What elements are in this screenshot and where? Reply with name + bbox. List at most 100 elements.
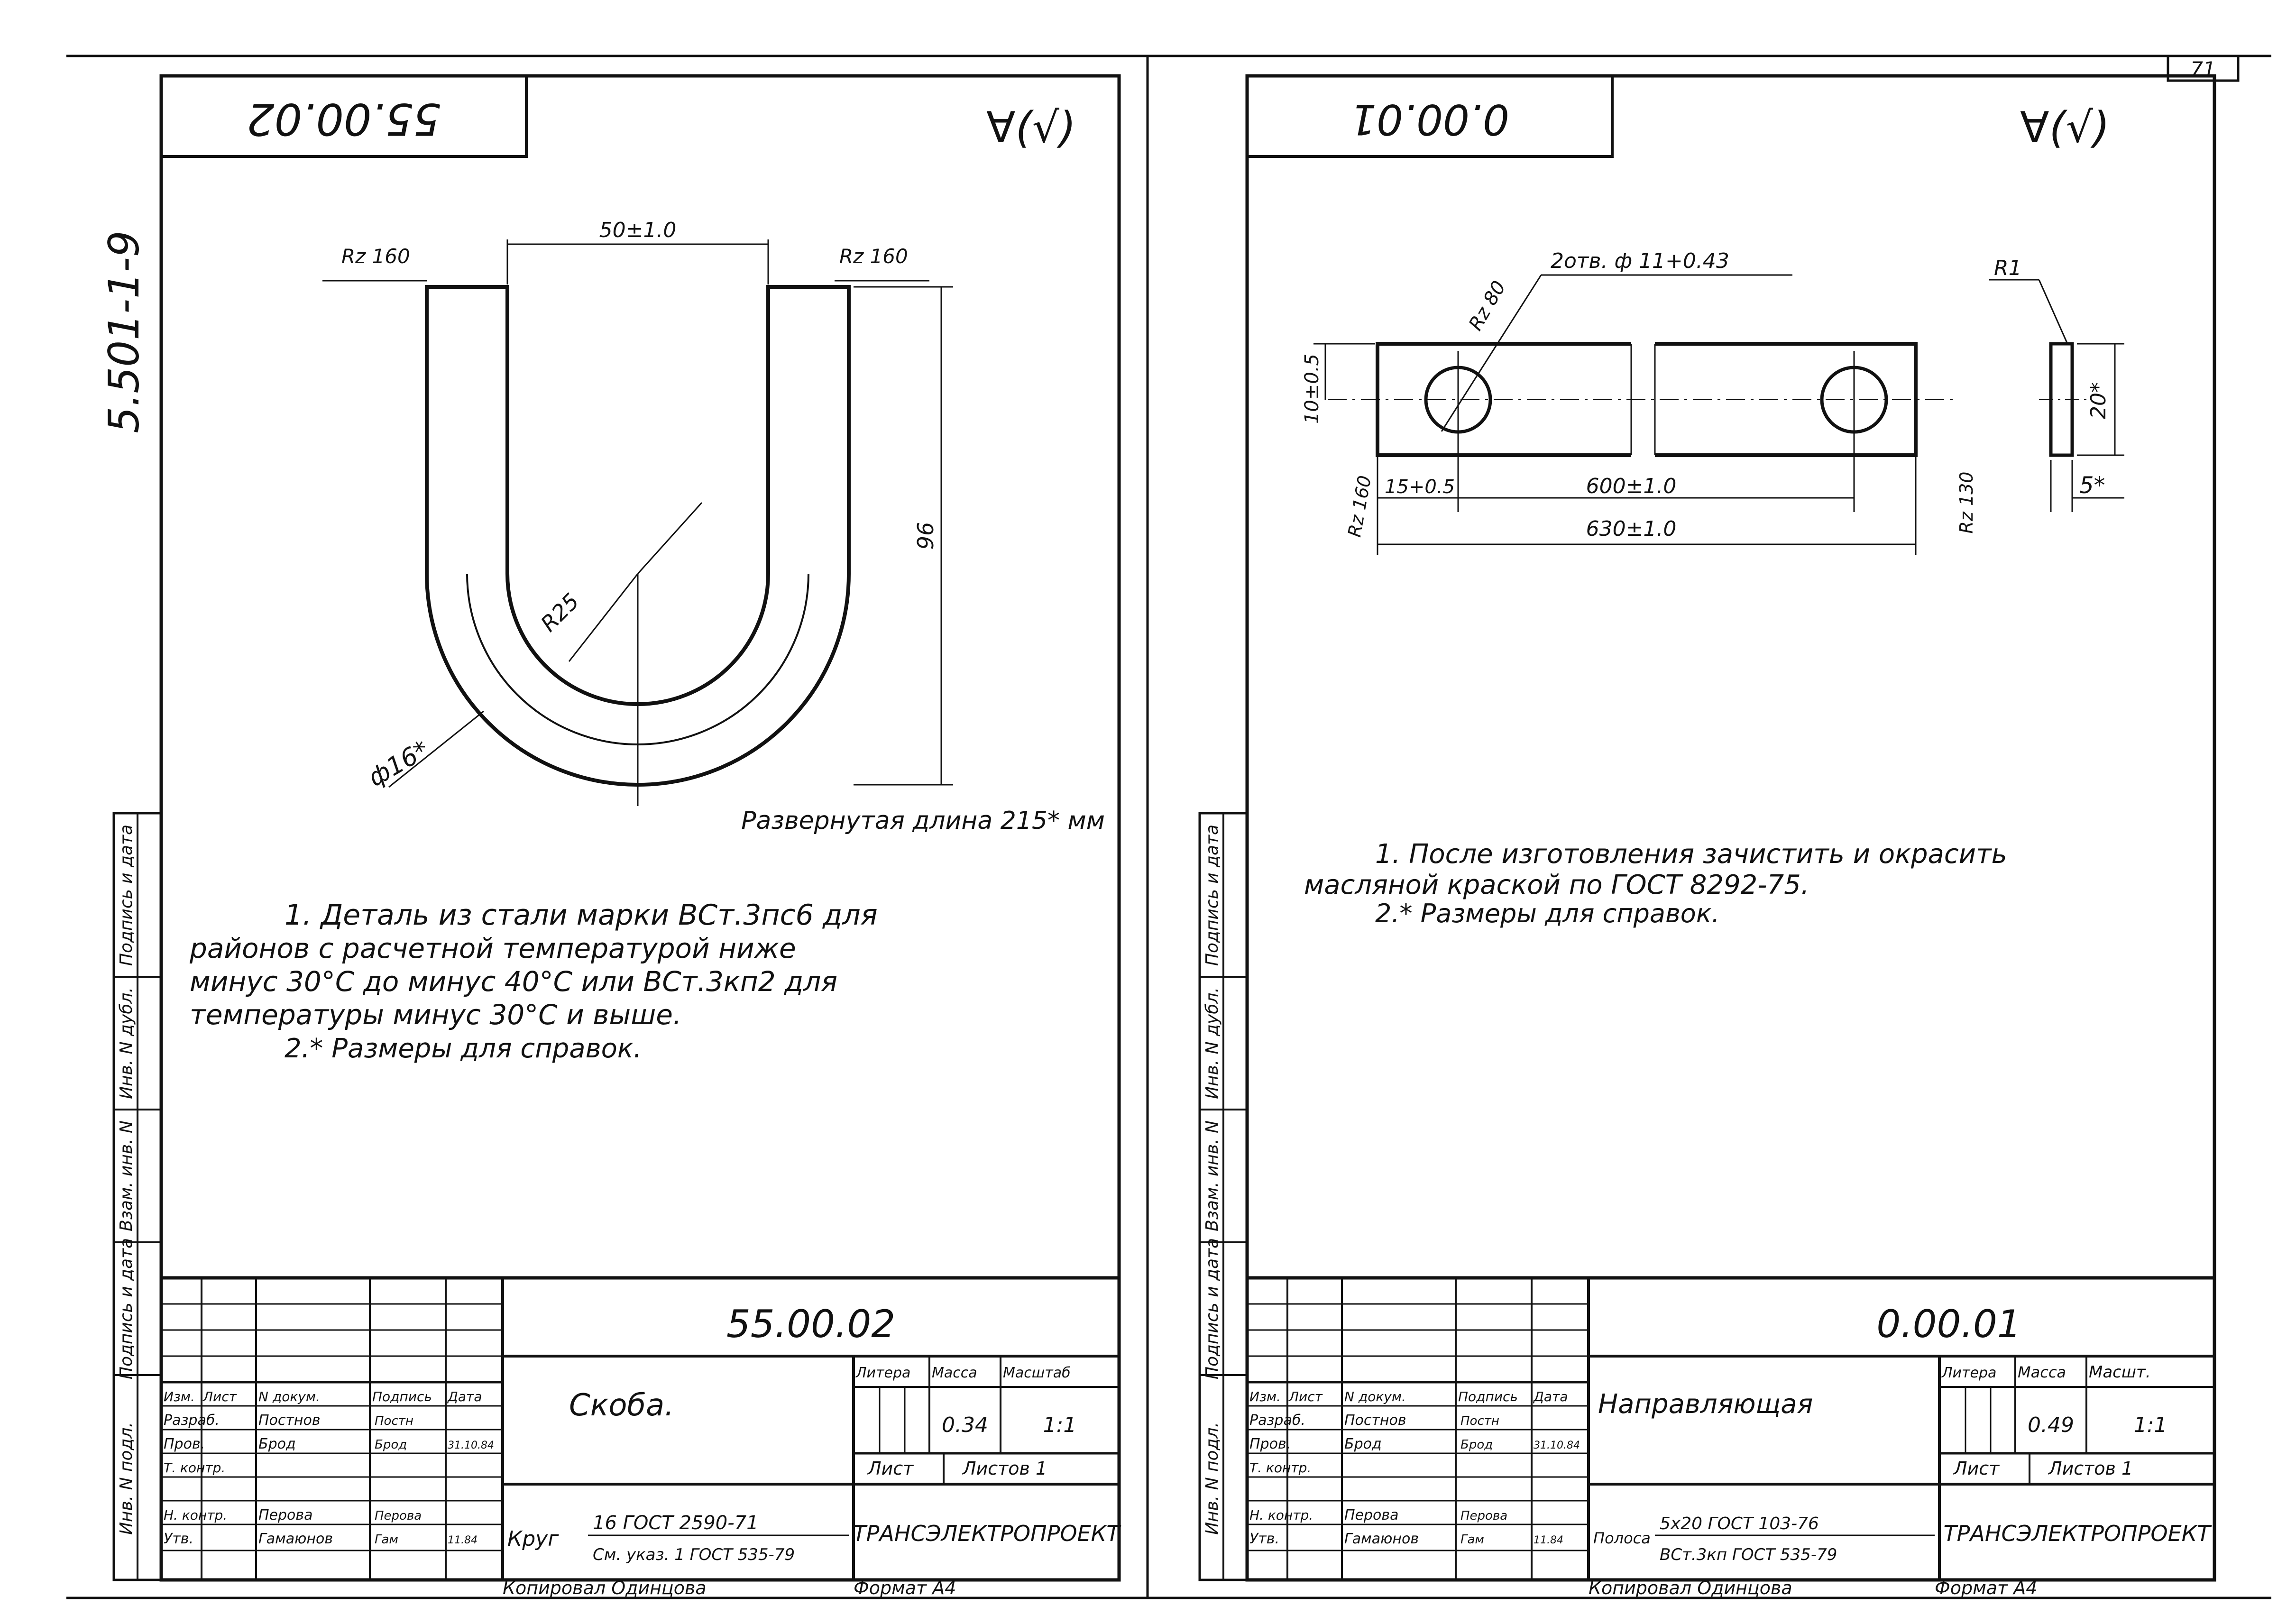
- left-top-code: 55.00.02: [247, 94, 441, 145]
- left-note-line: 1. Деталь из стали марки ВСт.3пс6 для: [285, 899, 878, 932]
- left-tb-material-word: Круг: [507, 1527, 559, 1551]
- left-tb-r1-sign: Постн: [375, 1414, 413, 1428]
- right-tb-r5-label: Утв.: [1249, 1531, 1279, 1547]
- right-tb-code: 0.00.01: [1876, 1302, 2021, 1346]
- left-tb-org: ТРАНСЭЛЕКТРОПРОЕКТ: [853, 1521, 1122, 1546]
- right-tb-r5-name: Гамаюнов: [1344, 1531, 1419, 1547]
- right-footer-copied: Копировал Одинцова: [1589, 1578, 1792, 1598]
- right-tb-r4-sign: Перова: [1460, 1509, 1507, 1523]
- stamp-inv-podl: Инв. N подл.: [1203, 1422, 1222, 1535]
- left-footer-copied: Копировал Одинцова: [503, 1578, 707, 1598]
- dim-holes: 2отв. ф 11+0.43: [1551, 249, 1729, 273]
- stamp-vzam-inv: Взам. инв. N: [117, 1120, 136, 1231]
- left-tb-massa-label: Масса: [932, 1365, 977, 1381]
- left-tb-masshtab-label: Масштаб: [1003, 1365, 1071, 1381]
- page-number-box: [2167, 55, 2240, 82]
- dim-off15: 15+0.5: [1385, 476, 1455, 498]
- right-tb-r5-sign: Гам: [1460, 1532, 1484, 1547]
- left-tb-r3-label: Т. контр.: [164, 1460, 225, 1476]
- dim-d600: 600±1.0: [1586, 474, 1677, 498]
- stamp-podpis-data-2: Подпись и дата: [117, 825, 136, 966]
- right-tb-col-podpis: Подпись: [1458, 1389, 1518, 1404]
- right-tb-col-data: Дата: [1533, 1389, 1568, 1404]
- right-tb-name: Направляющая: [1598, 1389, 1813, 1420]
- left-note-line: районов с расчетной температурой ниже: [189, 932, 796, 964]
- right-note-line: 2.* Размеры для справок.: [1375, 899, 1720, 928]
- right-tb-r4-label: Н. контр.: [1249, 1507, 1313, 1523]
- right-tb-r2-sign: Брод: [1460, 1438, 1493, 1452]
- left-tb-r4-sign: Перова: [375, 1509, 422, 1523]
- right-tb-r2-name: Брод: [1344, 1436, 1382, 1452]
- left-tb-r2-date: 31.10.84: [448, 1440, 494, 1451]
- dim-rz160: Rz 160: [1344, 474, 1375, 539]
- right-tb-r3-label: Т. контр.: [1249, 1460, 1311, 1476]
- left-tb-listov-label: Листов 1: [962, 1458, 1047, 1479]
- left-tb-r4-name: Перова: [258, 1507, 312, 1523]
- left-tb-list-label: Лист: [867, 1458, 914, 1479]
- stamp-inv-dubl: Инв. N дубл.: [117, 987, 136, 1099]
- right-tb-col-ndokum: N докум.: [1344, 1389, 1406, 1404]
- dim-rz-left: Rz 160: [341, 245, 410, 268]
- left-tb-massa: 0.34: [942, 1413, 988, 1437]
- left-tb-material-line1: 16 ГОСТ 2590-71: [593, 1512, 759, 1534]
- right-frame: [1245, 74, 2216, 1582]
- right-tb-material-word: Полоса: [1593, 1529, 1651, 1547]
- dim-diameter: ф16*: [364, 735, 434, 792]
- left-tb-litera-label: Литера: [855, 1365, 910, 1381]
- left-tb-col-podpis: Подпись: [372, 1389, 432, 1404]
- guide-strip-drawing: [1313, 274, 2124, 555]
- right-tb-material-line2: ВСт.3кп ГОСТ 535-79: [1660, 1545, 1837, 1564]
- right-footer-format: Формат А4: [1935, 1578, 2037, 1598]
- left-tb-r5-sign: Гам: [375, 1532, 398, 1547]
- right-top-code: 0.00.01: [1350, 95, 1509, 144]
- right-sheet: Инв. N подл. Подпись и дата Взам. инв. N…: [1198, 74, 2216, 1598]
- left-tb-material-line2: См. указ. 1 ГОСТ 535-79: [593, 1545, 795, 1564]
- right-tb-r5-date: 11.84: [1534, 1534, 1563, 1546]
- left-notes: 1. Деталь из стали марки ВСт.3пс6 для ра…: [189, 899, 878, 1064]
- left-tb-r1-label: Разраб.: [164, 1412, 220, 1429]
- right-top-code-box: [1246, 74, 1614, 158]
- u-bracket-drawing: [322, 239, 953, 806]
- left-tb-r2-label: Пров.: [164, 1436, 205, 1452]
- right-tb-masshtab: 1:1: [2134, 1413, 2167, 1437]
- left-roughness-mark: ∀(√): [986, 103, 1076, 153]
- stamp-inv-podl: Инв. N подл.: [117, 1422, 136, 1535]
- left-tb-name: Скоба.: [569, 1388, 674, 1423]
- right-title-block: [1245, 1276, 2216, 1582]
- dim-d630: 630±1.0: [1586, 517, 1677, 541]
- right-roughness-mark: ∀(√): [2020, 103, 2110, 153]
- right-tb-massa-label: Масса: [2018, 1363, 2066, 1381]
- series-code: 5.501-1-9: [100, 230, 148, 433]
- right-tb-r1-name: Постнов: [1344, 1412, 1406, 1429]
- left-note-line: 2.* Размеры для справок.: [285, 1033, 642, 1064]
- dim-rz130: Rz 130: [1956, 472, 1977, 534]
- left-tb-r1-name: Постнов: [258, 1412, 321, 1429]
- left-tb-r5-date: 11.84: [448, 1534, 478, 1546]
- right-tb-list-label: Лист: [1953, 1458, 2000, 1479]
- left-tb-r2-sign: Брод: [375, 1438, 407, 1452]
- left-tb-code: 55.00.02: [726, 1302, 895, 1346]
- left-top-code-box: [160, 74, 528, 158]
- right-tb-listov-label: Листов 1: [2048, 1458, 2133, 1479]
- left-side-stamp: Инв. N подл. Подпись и дата Взам. инв. N…: [112, 812, 163, 1581]
- dim-rz80: Rz 80: [1465, 277, 1510, 334]
- stamp-podpis-data-1: Подпись и дата: [117, 1238, 136, 1379]
- right-tb-r2-date: 31.10.84: [1534, 1440, 1580, 1451]
- left-tb-r4-label: Н. контр.: [164, 1507, 227, 1523]
- right-tb-massa: 0.49: [2028, 1413, 2074, 1437]
- right-tb-litera-label: Литера: [1941, 1365, 1996, 1381]
- right-tb-org: ТРАНСЭЛЕКТРОПРОЕКТ: [1944, 1521, 2213, 1546]
- left-tb-r2-name: Брод: [258, 1436, 296, 1452]
- right-tb-material-line1: 5x20 ГОСТ 103-76: [1660, 1514, 1819, 1533]
- dim-r1: R1: [1994, 256, 2022, 280]
- dim-width: 50±1.0: [599, 218, 677, 242]
- right-tb-r2-label: Пров.: [1249, 1436, 1291, 1452]
- right-tb-col-izm: Изм.: [1249, 1389, 1281, 1404]
- dim-t5: 5*: [2079, 472, 2105, 499]
- stamp-podpis-data-2: Подпись и дата: [1203, 825, 1222, 966]
- left-tb-col-ndokum: N докум.: [258, 1389, 320, 1404]
- developed-length: Развернутая длина 215* мм: [741, 807, 1105, 835]
- stamp-podpis-data-1: Подпись и дата: [1203, 1238, 1222, 1379]
- left-tb-masshtab: 1:1: [1043, 1413, 1077, 1437]
